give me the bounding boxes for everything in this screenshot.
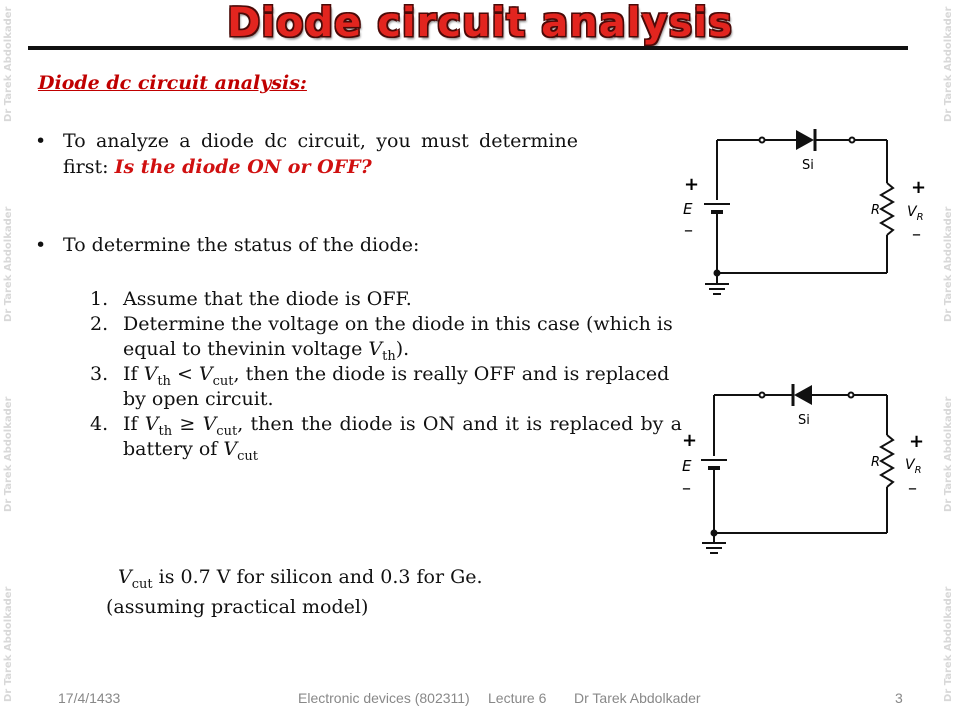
- var-v: V: [144, 413, 159, 435]
- watermark: Dr Tarek Abdolkader: [3, 6, 14, 122]
- source-minus: –: [682, 478, 691, 499]
- bullet-status: • To determine the status of the diode:: [35, 232, 583, 258]
- step-number: 1.: [90, 288, 109, 310]
- vr-minus: –: [912, 224, 921, 245]
- bullet-analyze-emphasis: Is the diode ON or OFF?: [114, 156, 372, 178]
- vr-plus: +: [911, 177, 926, 198]
- var-sub: cut: [131, 576, 153, 592]
- source-label: E: [682, 457, 692, 475]
- watermark: Dr Tarek Abdolkader: [943, 6, 954, 122]
- bullet-analyze: • To analyze a diode dc circuit, you mus…: [35, 128, 578, 180]
- circuit-diagram-bottom: Si + E – R + VR –: [682, 384, 924, 554]
- step-text-end: , then the diode is ON and it is replace…: [123, 413, 682, 460]
- vr-label: VR: [905, 457, 922, 476]
- watermark: Dr Tarek Abdolkader: [3, 586, 14, 702]
- circuit-diagram-top: Si + E – R + VR –: [683, 129, 926, 295]
- resistor-label: R: [871, 203, 880, 218]
- var-v: V: [368, 338, 383, 360]
- footer-course: Electronic devices (802311): [298, 690, 470, 706]
- step-number: 3.: [90, 363, 109, 385]
- note-line-2: (assuming practical model): [106, 596, 369, 618]
- var-v: V: [143, 363, 158, 385]
- section-subtitle: Diode dc circuit analysis:: [38, 72, 307, 94]
- bullet-dot: •: [35, 130, 47, 152]
- source-minus: –: [684, 220, 693, 241]
- diode-label: Si: [798, 413, 810, 428]
- diode-label: Si: [802, 158, 814, 173]
- steps-list: 1. Assume that the diode is OFF. 2. Dete…: [90, 287, 683, 464]
- source-plus: +: [682, 430, 697, 451]
- operator: ≥: [172, 413, 203, 435]
- step-text-end: , then the diode is really OFF and is re…: [123, 363, 670, 410]
- bullet-status-text: To determine the status of the diode:: [63, 234, 420, 256]
- source-label: E: [683, 200, 693, 218]
- var-v: V: [202, 413, 217, 435]
- operator: <: [170, 363, 199, 385]
- bullet-analyze-text: To analyze a diode dc circuit, you must …: [63, 130, 578, 178]
- var-v: V: [118, 566, 132, 588]
- vr-minus: –: [908, 478, 917, 499]
- footer-date: 17/4/1433: [58, 690, 121, 706]
- step-number: 4.: [90, 413, 109, 435]
- var-v: V: [223, 438, 238, 460]
- step-text: If: [123, 363, 144, 385]
- step-text-end: ).: [395, 338, 410, 360]
- step-text: Determine the voltage on the diode in th…: [123, 313, 673, 360]
- resistor-label: R: [871, 455, 880, 470]
- step-2: 2. Determine the voltage on the diode in…: [90, 312, 682, 364]
- source-plus: +: [684, 174, 699, 195]
- watermark: Dr Tarek Abdolkader: [3, 206, 14, 322]
- note-line-1: Vcut is 0.7 V for silicon and 0.3 for Ge…: [118, 566, 483, 591]
- step-number: 2.: [90, 313, 109, 335]
- slide-title: Diode circuit analysis: [227, 0, 733, 46]
- watermark: Dr Tarek Abdolkader: [943, 586, 954, 702]
- step-3: 3. If Vth < Vcut, then the diode is real…: [90, 362, 683, 412]
- step-text: Assume that the diode is OFF.: [123, 288, 412, 310]
- footer-lecture: Lecture 6: [488, 690, 547, 706]
- footer-page-number: 3: [895, 690, 903, 706]
- step-4: 4. If Vth ≥ Vcut, then the diode is ON a…: [90, 412, 682, 464]
- bullet-dot: •: [35, 234, 47, 256]
- var-sub: cut: [237, 448, 258, 464]
- watermark: Dr Tarek Abdolkader: [3, 396, 14, 512]
- var-sub: cut: [212, 373, 234, 389]
- vr-label: VR: [907, 204, 924, 223]
- note-text: is 0.7 V for silicon and 0.3 for Ge.: [152, 566, 483, 588]
- watermark: Dr Tarek Abdolkader: [943, 206, 954, 322]
- var-v: V: [198, 363, 213, 385]
- step-1: 1. Assume that the diode is OFF.: [90, 287, 682, 312]
- watermark: Dr Tarek Abdolkader: [943, 396, 954, 512]
- var-sub: th: [382, 348, 396, 364]
- title-divider: [28, 46, 908, 50]
- var-sub: th: [157, 373, 171, 389]
- var-sub: th: [158, 423, 173, 439]
- var-sub: cut: [216, 423, 238, 439]
- step-text: If: [123, 413, 145, 435]
- footer-author: Dr Tarek Abdolkader: [574, 690, 701, 706]
- vr-plus: +: [909, 431, 924, 452]
